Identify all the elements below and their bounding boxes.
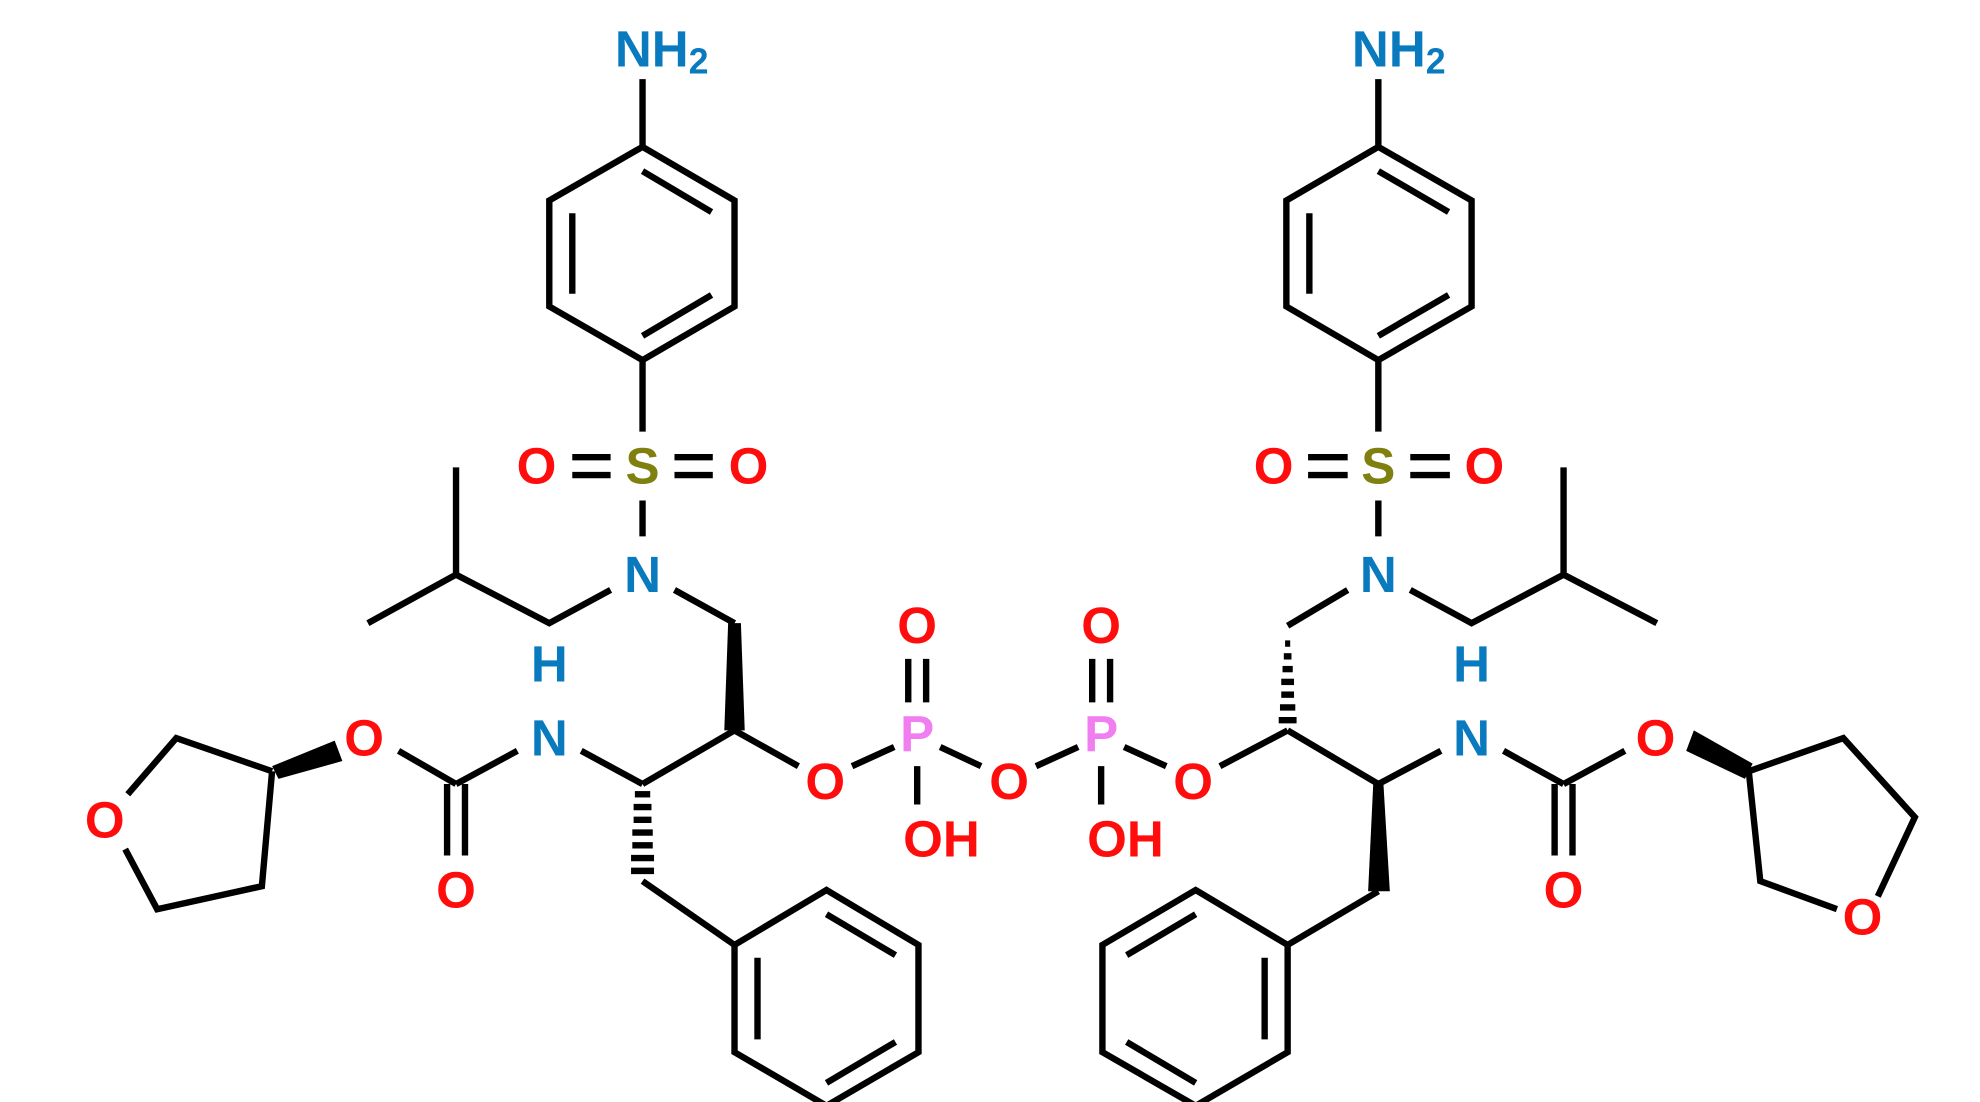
atom-o-thf-right: O bbox=[1843, 888, 1883, 945]
atom-nh-right: N bbox=[1453, 710, 1490, 767]
atom-p1: P bbox=[900, 706, 934, 763]
atom-nh-left: N bbox=[531, 710, 568, 767]
hashed-bond-left bbox=[631, 791, 655, 875]
bonds bbox=[122, 79, 1919, 1102]
atom-h-right: H bbox=[1453, 636, 1490, 693]
atom-oh-p1: OH bbox=[903, 810, 980, 867]
atom-n-sulfonamide-right: N bbox=[1360, 546, 1397, 603]
atom-o-sulfonyl-left-2: O bbox=[729, 438, 769, 495]
atom-o-carbonyl-left: O bbox=[436, 862, 476, 919]
atom-h-left: H bbox=[531, 636, 568, 693]
atom-o-ester-p2: O bbox=[1173, 753, 1213, 810]
atom-o-ester-p1: O bbox=[805, 753, 845, 810]
atom-o-double-p1: O bbox=[897, 597, 937, 654]
hashed-bond-right-up bbox=[1278, 640, 1297, 724]
atom-s-left: S bbox=[625, 438, 659, 495]
atom-n-sulfonamide-left: N bbox=[624, 546, 661, 603]
atom-o-sulfonyl-right-1: O bbox=[1254, 438, 1294, 495]
atom-o-sulfonyl-right-2: O bbox=[1464, 438, 1504, 495]
atom-o-carbonyl-right: O bbox=[1544, 862, 1584, 919]
atom-o-sulfonyl-left-1: O bbox=[517, 438, 557, 495]
atom-nh2-right: NH2 bbox=[1352, 20, 1446, 81]
atom-o-bridge: O bbox=[989, 753, 1029, 810]
atom-o-double-p2: O bbox=[1081, 597, 1121, 654]
atom-nh2-left: NH2 bbox=[615, 20, 709, 81]
atom-o-thf-left: O bbox=[85, 791, 125, 848]
atom-p2: P bbox=[1084, 706, 1118, 763]
atom-s-right: S bbox=[1361, 438, 1395, 495]
atom-o-carbamate-right: O bbox=[1636, 710, 1676, 767]
atom-labels: NH2 O S O N H N O O O O O P OH O O P OH … bbox=[85, 20, 1882, 945]
atom-oh-p2: OH bbox=[1087, 810, 1164, 867]
atom-o-carbamate-left: O bbox=[344, 710, 384, 767]
